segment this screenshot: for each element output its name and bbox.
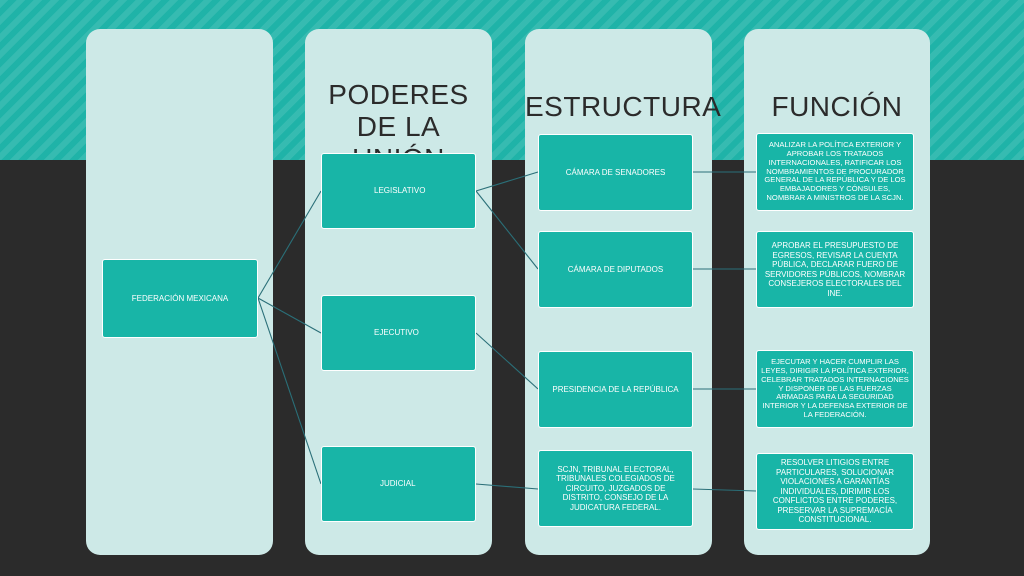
node-judicial[interactable]: JUDICIAL <box>321 446 476 522</box>
link-legislativo-diputados <box>475 190 539 270</box>
node-federacion-mexicana[interactable]: FEDERACIÓN MEXICANA <box>102 259 258 338</box>
funcion-judicial-text: RESOLVER LITIGIOS ENTRE PARTICULARES, SO… <box>772 458 898 525</box>
link-legislativo-senadores <box>475 171 539 192</box>
node-diputados-label: CÁMARA DE DIPUTADOS <box>567 264 664 274</box>
funcion-title: FUNCIÓN <box>771 91 903 122</box>
node-legislativo[interactable]: LEGISLATIVO <box>321 153 476 229</box>
link-scjn-funcion <box>692 488 757 492</box>
node-funcion-diputados[interactable]: APROBAR EL PRESUPUESTO DE EGRESOS, REVIS… <box>756 231 914 308</box>
node-presidencia[interactable]: PRESIDENCIA DE LA REPÚBLICA <box>538 351 693 428</box>
link-ejecutivo-presidencia <box>475 332 539 390</box>
funcion-senadores-text: ANALIZAR LA POLÍTICA EXTERIOR Y APROBAR … <box>764 140 906 202</box>
funcion-presidencia-text: EJECUTAR Y HACER CUMPLIR LAS LEYES, DIRI… <box>761 357 909 419</box>
node-presidencia-label: PRESIDENCIA DE LA REPÚBLICA <box>552 384 679 394</box>
link-federacion-legislativo <box>257 190 322 299</box>
funcion-diputados-text: APROBAR EL PRESUPUESTO DE EGRESOS, REVIS… <box>764 241 906 298</box>
node-ejecutivo[interactable]: EJECUTIVO <box>321 295 476 371</box>
node-funcion-senadores[interactable]: ANALIZAR LA POLÍTICA EXTERIOR Y APROBAR … <box>756 133 914 211</box>
node-judicial-label: JUDICIAL <box>380 479 416 488</box>
node-camara-senadores[interactable]: CÁMARA DE SENADORES <box>538 134 693 211</box>
node-legislativo-label: LEGISLATIVO <box>374 186 426 195</box>
node-senadores-label: CÁMARA DE SENADORES <box>565 167 666 177</box>
link-federacion-ejecutivo <box>257 297 322 334</box>
node-scjn-label: SCJN, TRIBUNAL ELECTORAL, TRIBUNALES COL… <box>556 464 675 512</box>
node-funcion-judicial[interactable]: RESOLVER LITIGIOS ENTRE PARTICULARES, SO… <box>756 453 914 530</box>
node-camara-diputados[interactable]: CÁMARA DE DIPUTADOS <box>538 231 693 308</box>
node-funcion-presidencia[interactable]: EJECUTAR Y HACER CUMPLIR LAS LEYES, DIRI… <box>756 350 914 428</box>
link-federacion-judicial <box>257 297 322 485</box>
node-federacion-label: FEDERACIÓN MEXICANA <box>131 293 229 303</box>
node-scjn[interactable]: SCJN, TRIBUNAL ELECTORAL, TRIBUNALES COL… <box>538 450 693 527</box>
node-ejecutivo-label: EJECUTIVO <box>374 328 419 337</box>
estructura-title: ESTRUCTURA <box>525 91 722 122</box>
link-judicial-scjn <box>475 483 539 490</box>
poderes-title: PODERES DE LA UNIÓN <box>328 79 469 174</box>
